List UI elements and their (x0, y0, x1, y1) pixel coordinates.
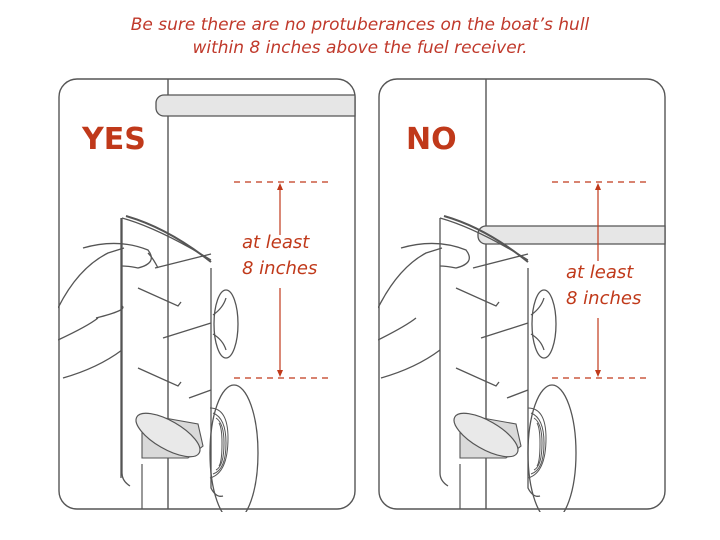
measure-line1: at least (242, 232, 310, 253)
instruction-title-line1: Be sure there are no protuberances on th… (130, 15, 590, 35)
yes-verdict-label: YES (82, 122, 146, 157)
rail-protuberance (155, 94, 356, 117)
no-illustration (378, 78, 666, 512)
yes-illustration (58, 78, 356, 512)
measure-line2: 8 inches (242, 258, 318, 279)
measure-line2: 8 inches (566, 288, 642, 309)
rail-protuberance (477, 225, 666, 245)
yes-panel: YES at least 8 inches (58, 78, 356, 512)
no-measurement-label: at least 8 inches (566, 260, 641, 312)
yes-measurement-label: at least 8 inches (242, 230, 317, 282)
no-panel: NO at least 8 inches (378, 78, 676, 512)
instruction-title: Be sure there are no protuberances on th… (0, 14, 720, 60)
no-verdict-label: NO (406, 122, 457, 157)
measure-line1: at least (566, 262, 634, 283)
instruction-title-line2: within 8 inches above the fuel receiver. (192, 38, 528, 58)
